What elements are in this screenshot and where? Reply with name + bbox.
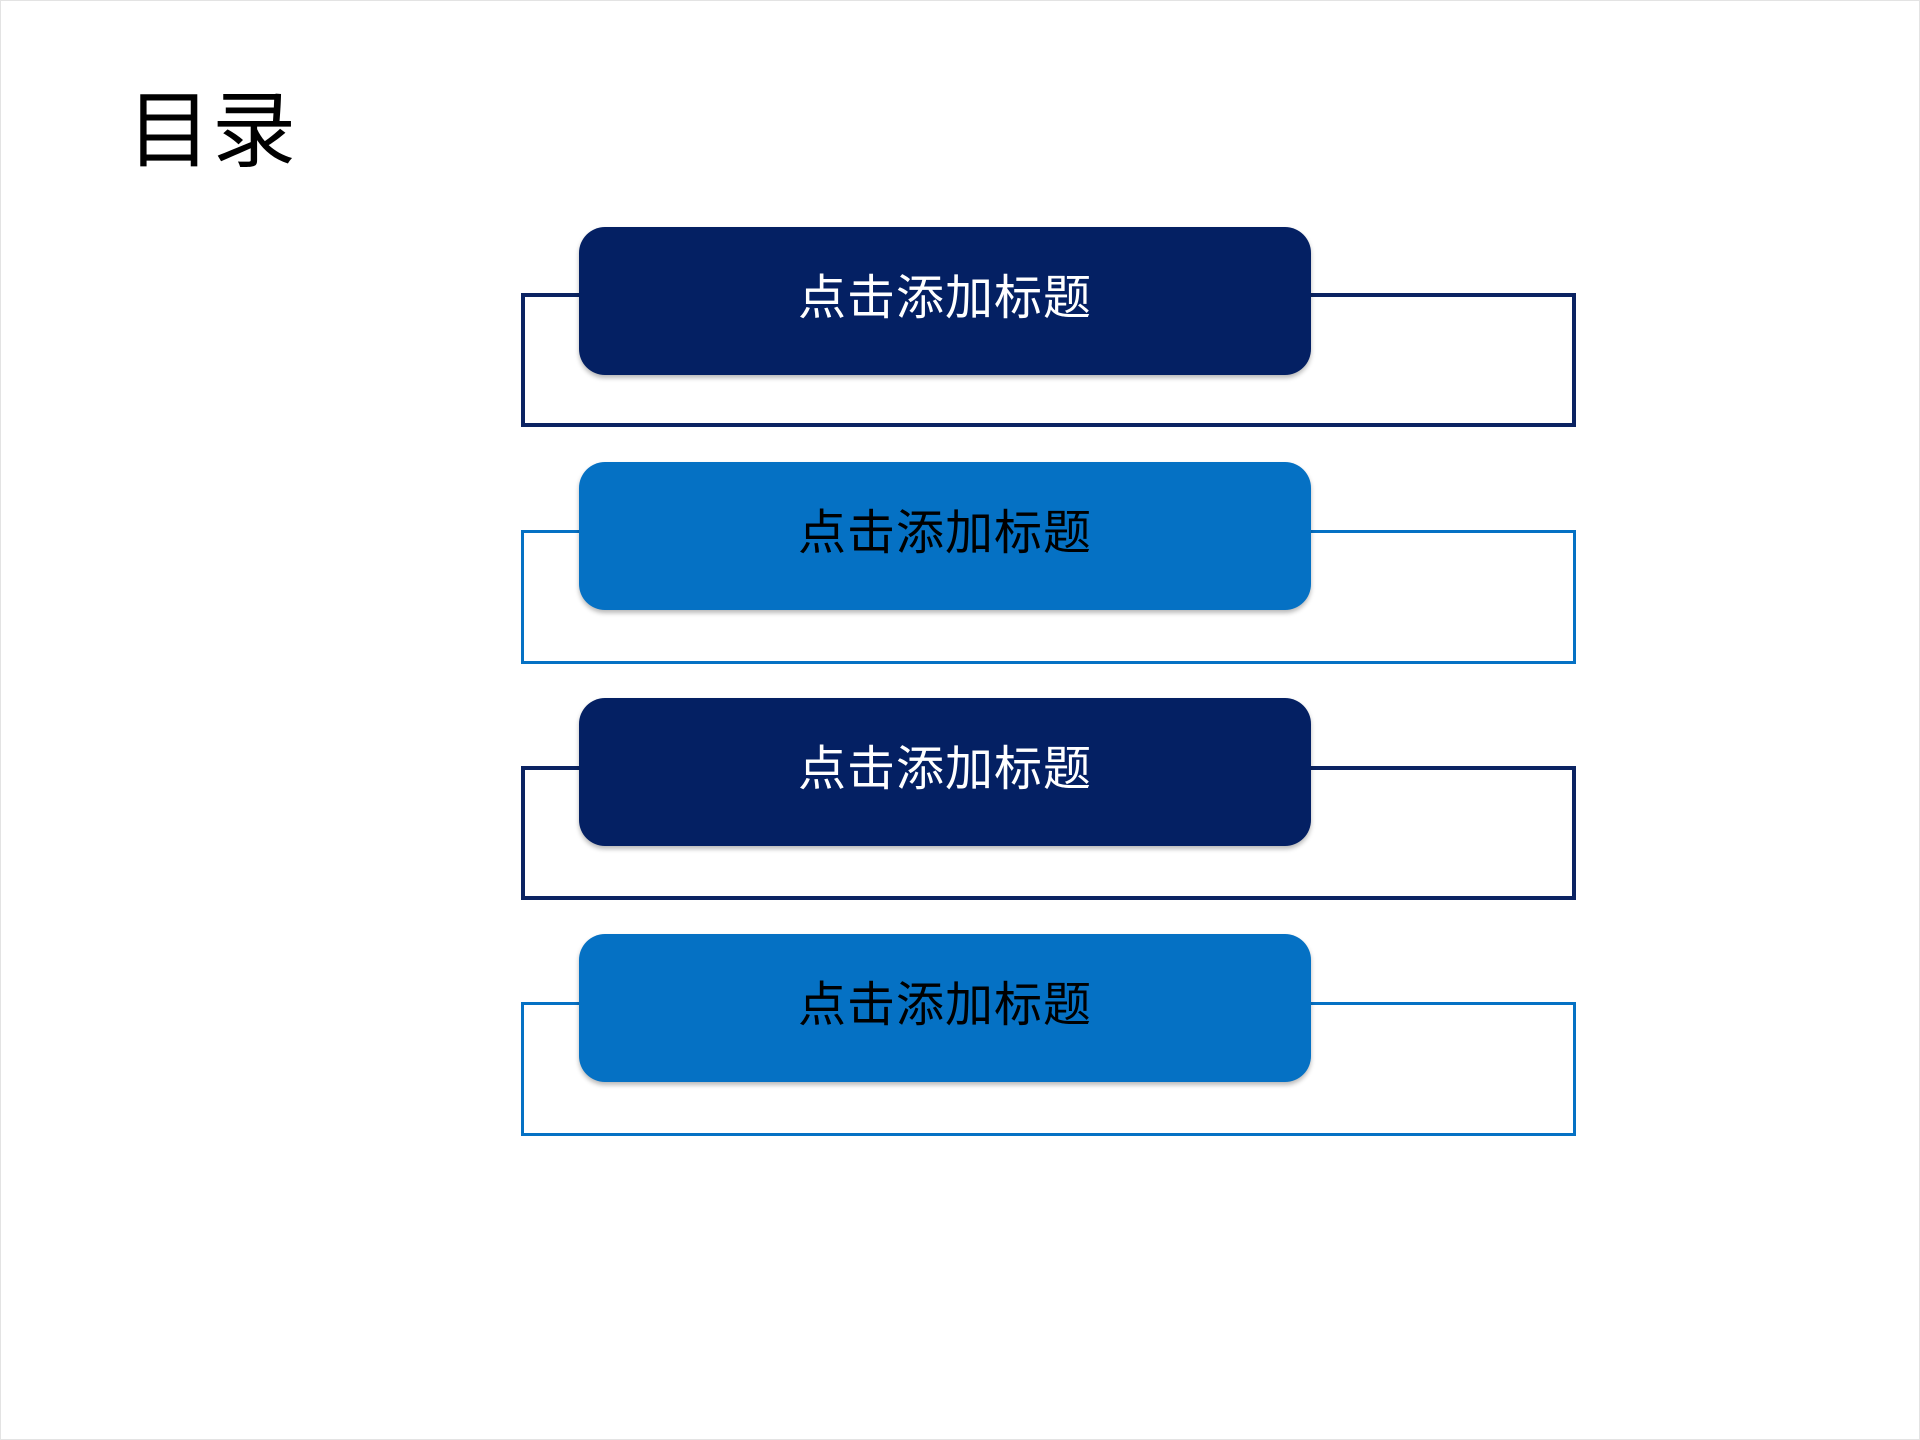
toc-item-3[interactable]: 点击添加标题	[579, 698, 1311, 846]
toc-item-4[interactable]: 点击添加标题	[579, 934, 1311, 1082]
toc-item-2[interactable]: 点击添加标题	[579, 462, 1311, 610]
toc-item-2-label: 点击添加标题	[797, 506, 1092, 560]
toc-item-3-label: 点击添加标题	[797, 742, 1092, 796]
page-title: 目录	[127, 84, 298, 178]
toc-item-1[interactable]: 点击添加标题	[579, 227, 1311, 375]
toc-item-4-label: 点击添加标题	[797, 978, 1092, 1032]
toc-item-1-label: 点击添加标题	[797, 271, 1092, 325]
